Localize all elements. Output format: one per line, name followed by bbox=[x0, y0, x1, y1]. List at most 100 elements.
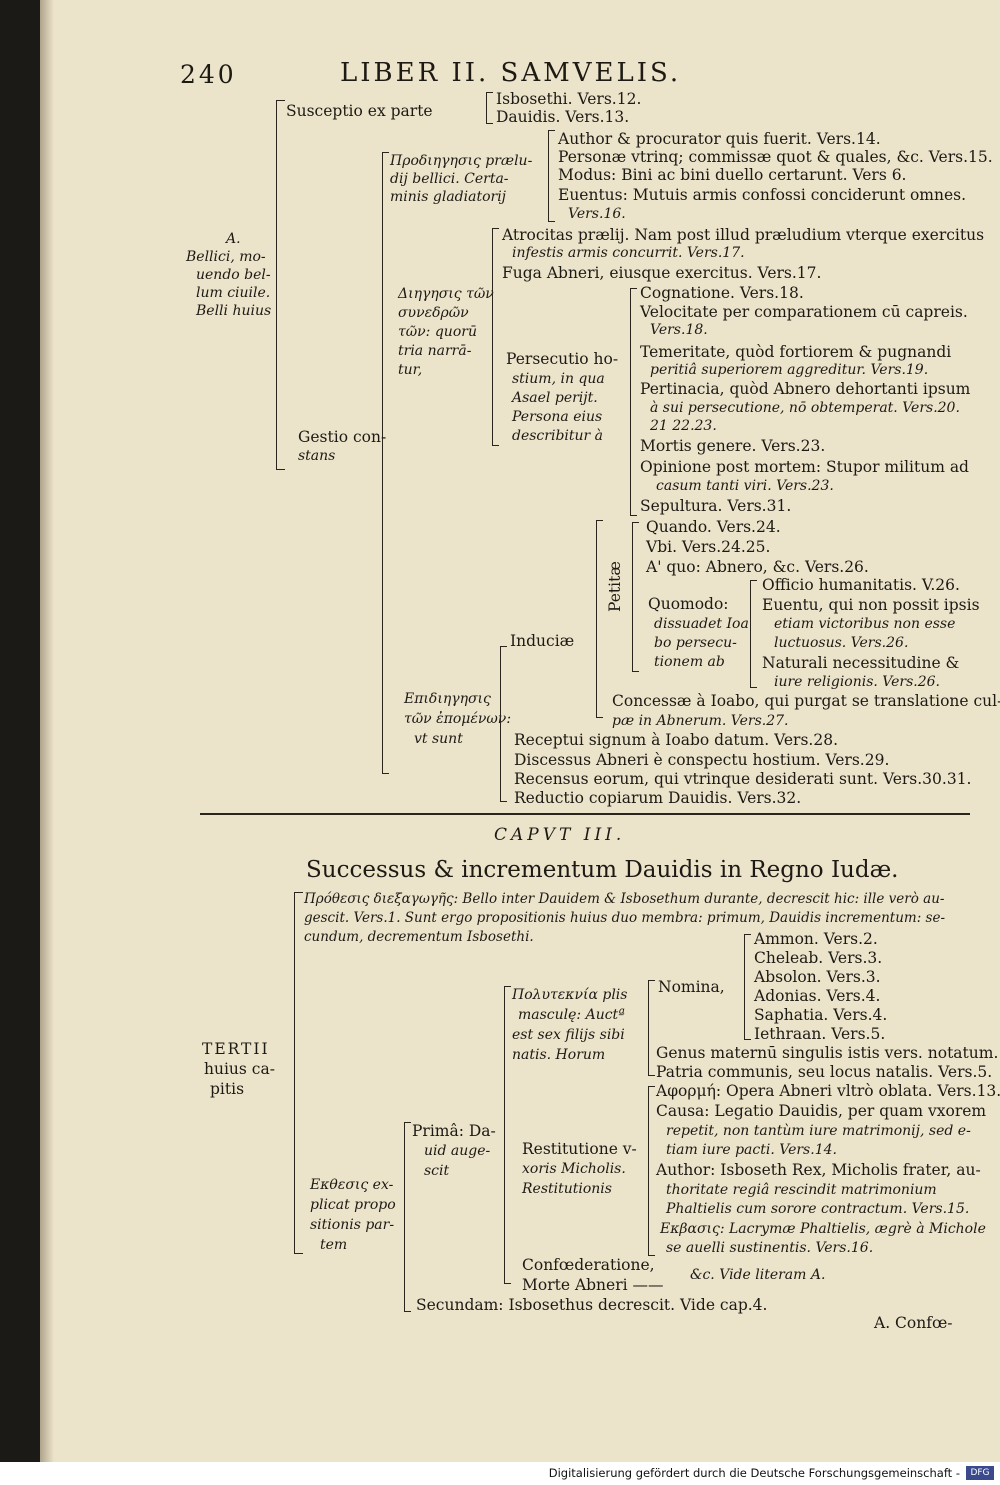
patria: Patria communis, seu locus natalis. Vers… bbox=[656, 1063, 993, 1081]
brace-gestio bbox=[382, 152, 389, 774]
footer-bar: Digitalisierung gefördert durch die Deut… bbox=[0, 1462, 1000, 1485]
persecutio-item: Opinione post mortem: Stupor militum ad bbox=[640, 458, 969, 476]
root-a-line: A. bbox=[226, 231, 241, 247]
concessae: pæ in Abnerum. Vers.27. bbox=[612, 713, 789, 729]
secundam: Secundam: Isbosethus decrescit. Vide cap… bbox=[416, 1296, 768, 1314]
persecutio-label: Persona eius bbox=[512, 409, 603, 425]
confoederatione: Confœderatione, bbox=[522, 1256, 655, 1274]
atrocitas: infestis armis concurrit. Vers.17. bbox=[512, 245, 745, 261]
poly-label: est sex filijs sibi bbox=[512, 1027, 625, 1043]
persecutio-label: Asael perijt. bbox=[512, 390, 598, 406]
brace-epi bbox=[500, 646, 507, 802]
restitutio-item: Author: Isboseth Rex, Micholis frater, a… bbox=[656, 1161, 981, 1179]
prima-label: uid auge- bbox=[424, 1143, 491, 1159]
prima-label: Primâ: Da- bbox=[412, 1122, 496, 1140]
poly-label: masculę: Auctª bbox=[518, 1007, 625, 1023]
quomodo-item: etiam victoribus non esse bbox=[774, 616, 956, 632]
epi-label: τῶν ἐπομένων: bbox=[404, 711, 512, 727]
epi-label: Επιδιηγησις bbox=[404, 691, 491, 707]
restitutio-item: Αφορμή: Opera Abneri vltrò oblata. Vers.… bbox=[656, 1082, 1000, 1100]
page-number: 240 bbox=[180, 60, 237, 89]
brace-nomina bbox=[744, 934, 751, 1040]
prothesis-line: Πρόθεσις διεξαγωγῆς: Bello inter Dauidem… bbox=[304, 891, 945, 907]
concessae: Concessæ à Ioabo, qui purgat se translat… bbox=[612, 692, 1000, 710]
brace-a-main bbox=[276, 100, 285, 470]
brace-quomodo bbox=[750, 580, 757, 688]
prima-label: scit bbox=[424, 1163, 450, 1179]
persecutio-item: Velocitate per comparationem cū capreis. bbox=[640, 303, 968, 321]
brace-poly bbox=[648, 980, 655, 1076]
prelude-label: minis gladiatorij bbox=[390, 189, 507, 205]
rest-item: Reductio copiarum Dauidis. Vers.32. bbox=[514, 789, 802, 807]
brace-prelude bbox=[548, 130, 555, 222]
book-page bbox=[40, 0, 1000, 1462]
footer-credit: Digitalisierung gefördert durch die Deut… bbox=[548, 1466, 960, 1480]
persecutio-item: à sui persecutione, nō obtemperat. Vers.… bbox=[650, 400, 960, 416]
quomodo-label: Quomodo: bbox=[648, 595, 729, 613]
quomodo-item: Euentu, qui non possit ipsis bbox=[762, 596, 980, 614]
prelude-item: Author & procurator quis fuerit. Vers.14… bbox=[558, 130, 881, 148]
brace-susceptio bbox=[486, 92, 493, 124]
vide-literam: &c. Vide literam A. bbox=[690, 1267, 826, 1283]
petitae-item: Quando. Vers.24. bbox=[646, 518, 781, 536]
restitutio-item: Εκβασις: Lacrymæ Phaltielis, ægrè à Mich… bbox=[660, 1221, 986, 1237]
persecutio-item: Vers.18. bbox=[650, 322, 708, 338]
gestio-label: Gestio con- bbox=[298, 428, 387, 446]
atrocitas: Atrocitas prælij. Nam post illud præludi… bbox=[502, 226, 985, 244]
prelude-label: Προδιηγησις prælu- bbox=[390, 153, 533, 169]
nomina-label: Nomina, bbox=[658, 978, 725, 996]
susceptio-item: Dauidis. Vers.13. bbox=[496, 108, 630, 126]
susceptio-label: Susceptio ex parte bbox=[286, 102, 433, 120]
root-a-line: uendo bel- bbox=[196, 267, 271, 283]
restitutio-label: Restitutionis bbox=[522, 1181, 612, 1197]
prothesis-line: gescit. Vers.1. Sunt ergo propositionis … bbox=[304, 910, 946, 926]
nomina-item: Saphatia. Vers.4. bbox=[754, 1006, 888, 1024]
quomodo-item: luctuosus. Vers.26. bbox=[774, 635, 909, 651]
quomodo-label: bo persecu- bbox=[654, 635, 737, 651]
nomina-item: Ammon. Vers.2. bbox=[754, 930, 878, 948]
running-title: LIBER II. SAMVELIS. bbox=[340, 58, 682, 88]
nomina-item: Cheleab. Vers.3. bbox=[754, 949, 883, 967]
ekthesis-label: plicat propo bbox=[310, 1197, 396, 1213]
ekthesis-label: tem bbox=[320, 1237, 348, 1253]
poly-label: natis. Horum bbox=[512, 1047, 606, 1063]
persecutio-item: Cognatione. Vers.18. bbox=[640, 284, 804, 302]
chapter-heading: CAPVT III. bbox=[494, 825, 626, 845]
quomodo-label: dissuadet Ioa bbox=[654, 616, 749, 632]
brace-prima bbox=[504, 986, 511, 1284]
root-b-line: pitis bbox=[210, 1080, 245, 1098]
persecutio-item: Pertinacia, quòd Abnero dehortanti ipsum bbox=[640, 380, 971, 398]
morte: Morte Abneri —— bbox=[522, 1276, 664, 1294]
brace-petitae bbox=[632, 522, 639, 672]
restitutio-item: Causa: Legatio Dauidis, per quam vxorem bbox=[656, 1102, 987, 1120]
persecutio-label: Persecutio ho- bbox=[506, 350, 619, 368]
restitutio-item: Phaltielis cum sorore contractum. Vers.1… bbox=[666, 1201, 970, 1217]
restitutio-item: thoritate regiâ rescindit matrimonium bbox=[666, 1182, 937, 1198]
persecutio-item: peritiâ superiorem aggreditur. Vers.19. bbox=[650, 362, 929, 378]
prelude-item: Vers.16. bbox=[568, 206, 626, 222]
root-a-line: lum ciuile. bbox=[196, 285, 271, 301]
prelude-item: Personæ vtrinq; commissæ quot & quales, … bbox=[558, 148, 993, 166]
persecutio-label: describitur à bbox=[512, 428, 604, 444]
quomodo-label: tionem ab bbox=[654, 654, 725, 670]
prelude-label: dij bellici. Certa- bbox=[390, 171, 509, 187]
rest-item: Receptui signum à Ioabo datum. Vers.28. bbox=[514, 731, 838, 749]
persecutio-item: Sepultura. Vers.31. bbox=[640, 497, 792, 515]
epi-label: vt sunt bbox=[414, 731, 463, 747]
quomodo-item: Officio humanitatis. V.26. bbox=[762, 576, 960, 594]
root-b-line: TERTII bbox=[202, 1040, 270, 1058]
catchword: A. Confœ- bbox=[874, 1314, 953, 1332]
restitutio-label: Restitutione v- bbox=[522, 1140, 637, 1158]
persecutio-label: stium, in qua bbox=[512, 371, 605, 387]
brace-persecutio bbox=[630, 288, 637, 516]
chapter-title: Successus & incrementum Dauidis in Regno… bbox=[306, 857, 899, 883]
narratio-label: τῶν: quorū bbox=[398, 324, 477, 340]
gestio-label: stans bbox=[298, 448, 336, 464]
restitutio-item: repetit, non tantùm iure matrimonij, sed… bbox=[666, 1123, 971, 1139]
persecutio-item: casum tanti viri. Vers.23. bbox=[656, 478, 834, 494]
genus: Genus maternū singulis istis vers. notat… bbox=[656, 1044, 999, 1062]
root-a-line: Bellici, mo- bbox=[186, 249, 266, 265]
brace-narratio bbox=[492, 228, 499, 446]
brace-b-main bbox=[294, 892, 303, 1254]
narratio-label: tria narrā- bbox=[398, 343, 472, 359]
